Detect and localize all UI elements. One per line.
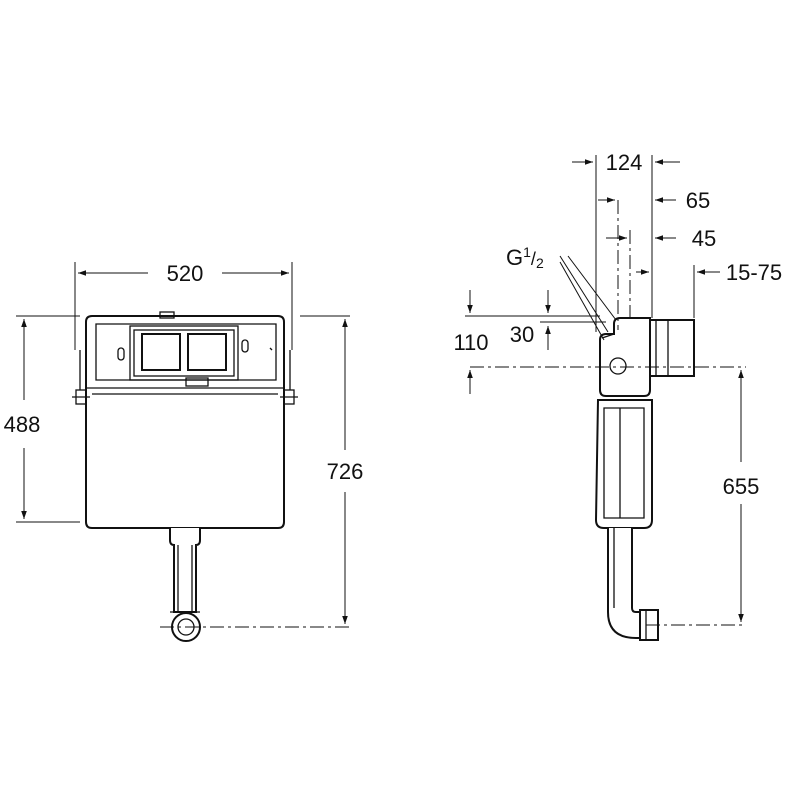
dim-45-label: 45 [692,226,716,251]
dim-total-height: 726 [300,315,364,624]
dim-inlet-height-label: 110 [453,330,488,355]
slot-right [241,339,249,353]
actuator-frame-inner [133,329,235,377]
thread-label: G1/2 [506,244,544,271]
dim-65: 65 [598,188,710,213]
inlet-head [599,317,651,397]
dim-inlet-offset-label: 30 [510,322,534,347]
flush-button-right [187,333,227,371]
dim-outlet-height: 655 [723,370,760,622]
dim-depth-label: 124 [606,150,643,175]
dim-range-label: 15-75 [726,260,782,285]
inlet-port [609,357,627,375]
thread-callout: G1/2 [506,244,617,341]
actuator-frame [129,325,239,381]
dim-inlet-offset: 30 [510,290,606,350]
bracket-left [72,350,90,405]
bracket-right [280,350,298,405]
slot-left [117,347,125,361]
cistern-body [85,315,285,529]
actuator-foot [185,377,209,387]
tank-side-body [594,399,653,529]
side-view: 124 65 45 15-75 G1/2 [453,150,782,641]
dim-45: 45 [606,226,716,251]
dim-width: 520 [74,261,293,350]
inlet-lip [601,333,615,339]
dim-range: 15-75 [636,260,782,285]
mark-dot [269,347,273,351]
dim-65-label: 65 [686,188,710,213]
cistern-top-nub [159,311,175,319]
flush-pipe [169,528,201,613]
cistern-top-frame [95,323,277,381]
dim-inlet-height: 110 [453,290,600,394]
dim-depth: 124 [572,150,680,175]
flush-button-left [141,333,181,371]
dim-outlet-height-label: 655 [723,474,760,499]
dim-total-height-label: 726 [327,459,364,484]
dim-tank-height: 488 [4,315,80,523]
tank-side-inner [603,407,645,519]
front-view: 520 488 726 [4,261,364,642]
dim-width-label: 520 [167,261,204,286]
dim-tank-height-label: 488 [4,412,41,437]
